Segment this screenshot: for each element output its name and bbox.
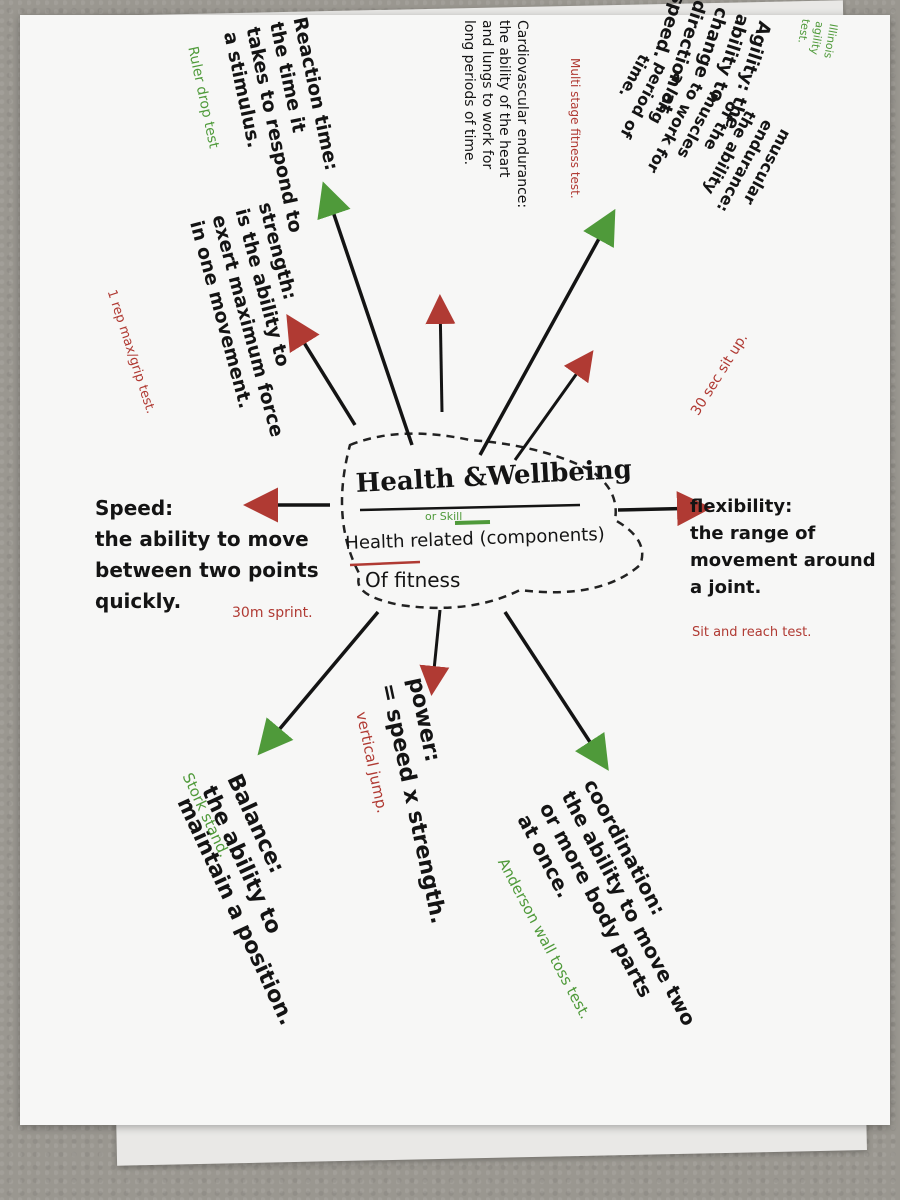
center-or-skill: or Skill [425, 510, 463, 523]
cardiovascular-definition: Cardiovascular endurance: the ability of… [461, 20, 531, 209]
arrow-strength [286, 314, 357, 426]
center-bubble [340, 432, 644, 610]
cardiovascular-test: Multi stage fitness test. [568, 58, 582, 199]
arrow-coordination [503, 611, 609, 771]
arrow-agility [478, 208, 616, 456]
center-subtitle-line2: Of fitness [365, 568, 461, 592]
arrow-flexibility [617, 491, 712, 527]
flexibility-test: Sit and reach test. [692, 625, 812, 640]
arrow-power [419, 609, 450, 696]
speed-test: 30m sprint. [232, 605, 313, 621]
flexibility-definition: flexibility: the range of movement aroun… [690, 496, 876, 598]
arrow-muscular-endurance [513, 350, 594, 461]
arrow-cardiovascular [425, 294, 456, 413]
poster-sheet [20, 15, 890, 1125]
arrow-reaction-time [317, 181, 414, 446]
speed-definition: Speed: the ability to move between two p… [95, 496, 319, 613]
arrow-balance [257, 610, 380, 756]
